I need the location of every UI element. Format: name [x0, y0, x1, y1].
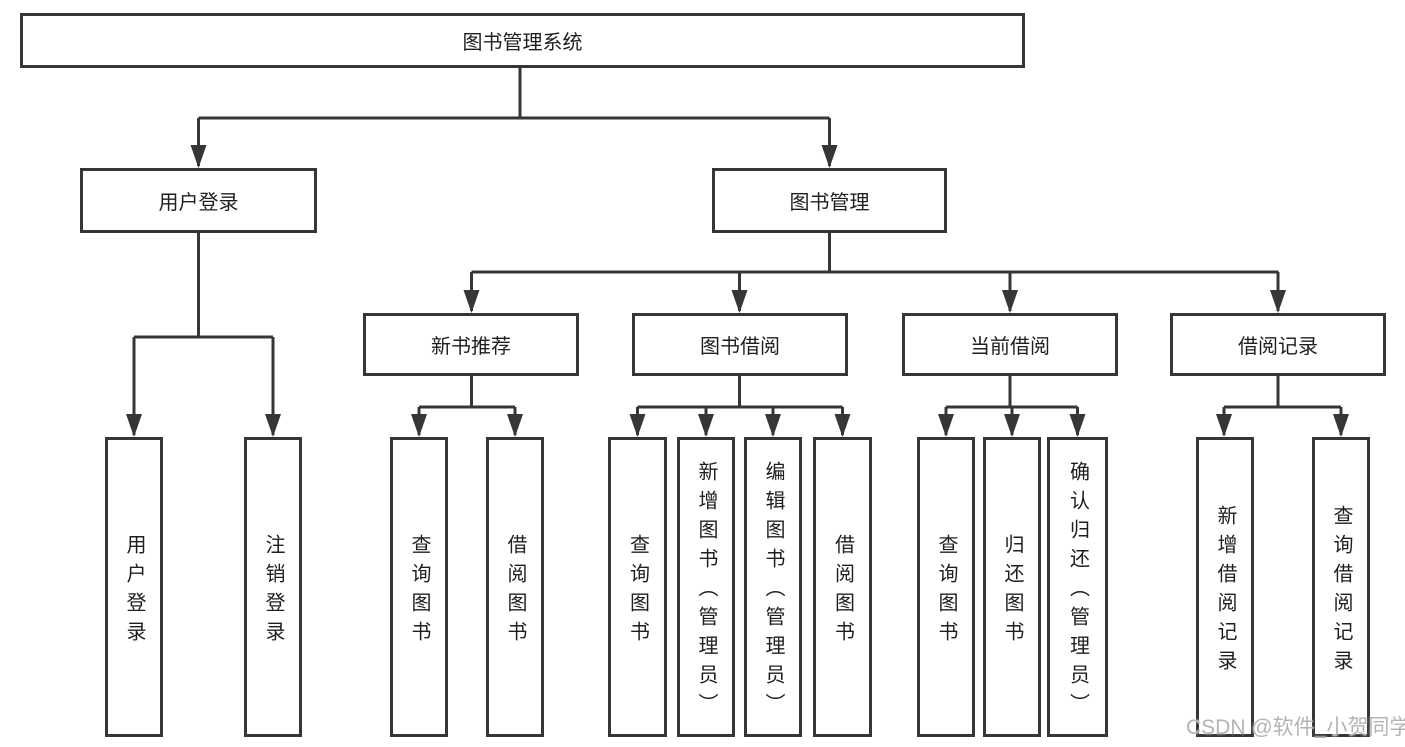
- node-label: 新增借阅记录: [1214, 504, 1236, 679]
- leaf-query-books-recommend: 查询图书: [390, 437, 448, 737]
- node-label: 查询图书: [935, 533, 957, 650]
- node-label: 借阅记录: [1238, 336, 1318, 358]
- watermark: CSDN @软件_小贺同学: [1186, 716, 1405, 739]
- connector-paths: [132, 68, 1343, 435]
- node-label: 借阅图书: [504, 533, 526, 650]
- leaf-edit-books-admin: 编辑图书（管理员）: [744, 437, 802, 737]
- node-label: 注销登录: [262, 533, 284, 650]
- leaf-logout: 注销登录: [244, 437, 302, 737]
- node-label: 用户登录: [123, 533, 145, 650]
- node-label: 新书推荐: [431, 336, 511, 358]
- node-label: 归还图书: [1001, 533, 1023, 650]
- leaf-query-borrow-record: 查询借阅记录: [1312, 437, 1370, 737]
- node-label: 新增图书（管理员）: [695, 461, 717, 722]
- node-label: 借阅图书: [831, 533, 854, 650]
- leaf-add-books-admin: 新增图书（管理员）: [677, 437, 735, 737]
- node-current-borrowing: 当前借阅: [902, 313, 1118, 376]
- node-label: 查询图书: [408, 533, 430, 650]
- node-label: 图书借阅: [700, 336, 780, 358]
- node-borrowing-records: 借阅记录: [1170, 313, 1386, 376]
- node-new-book-recommendation: 新书推荐: [363, 313, 579, 376]
- node-label: 查询图书: [626, 533, 649, 650]
- node-label: 当前借阅: [970, 336, 1050, 358]
- leaf-borrow-books: 借阅图书: [813, 437, 872, 737]
- leaf-add-borrow-record: 新增借阅记录: [1196, 437, 1254, 737]
- leaf-query-books-borrow: 查询图书: [608, 437, 667, 737]
- node-label: 查询借阅记录: [1330, 504, 1352, 679]
- node-label: 用户登录: [158, 192, 239, 214]
- leaf-borrow-books-recommend: 借阅图书: [486, 437, 544, 737]
- node-book-borrowing: 图书借阅: [632, 313, 848, 376]
- leaf-query-books-current: 查询图书: [917, 437, 975, 737]
- leaf-return-books: 归还图书: [983, 437, 1041, 737]
- node-label: 编辑图书（管理员）: [762, 461, 784, 722]
- leaf-confirm-return-admin: 确认归还（管理员）: [1047, 437, 1108, 737]
- node-book-management-branch: 图书管理: [712, 168, 947, 233]
- arrow-heads: [126, 145, 1349, 437]
- leaf-user-login: 用户登录: [105, 437, 163, 737]
- node-label: 图书管理: [789, 192, 870, 214]
- node-library-management-system: 图书管理系统: [20, 13, 1025, 68]
- node-user-login-branch: 用户登录: [80, 168, 317, 233]
- node-label: 确认归还（管理员）: [1066, 461, 1089, 722]
- node-label: 图书管理系统: [462, 32, 583, 54]
